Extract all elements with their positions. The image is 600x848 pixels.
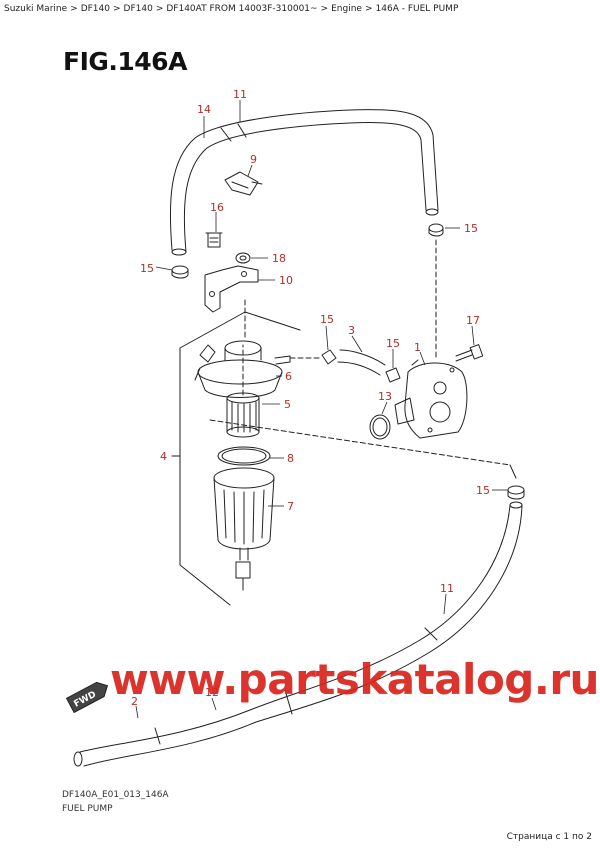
breadcrumb-separator: > — [364, 4, 373, 14]
callout-4[interactable]: 4 — [160, 450, 167, 463]
hose-clamp-15-left[interactable] — [171, 265, 189, 279]
callout-15-upper-right[interactable]: 15 — [464, 222, 478, 235]
forward-direction-badge: FWD — [65, 681, 109, 714]
o-ring-8[interactable] — [217, 446, 271, 466]
breadcrumb-df140[interactable]: DF140 — [80, 4, 110, 14]
fuel-hose-3[interactable] — [337, 349, 386, 376]
callout-1[interactable]: 1 — [414, 341, 421, 354]
breadcrumb-separator: > — [70, 4, 78, 14]
nut-18[interactable] — [235, 252, 251, 264]
hose-clamp-15-upper-right[interactable] — [428, 223, 444, 237]
guide-line-end — [509, 464, 517, 479]
figure-title: FIG.146A — [63, 47, 187, 76]
breadcrumb: Suzuki Marine>DF140>DF140>DF140AT FROM 1… — [4, 4, 458, 14]
fuel-pump-1[interactable] — [394, 359, 468, 439]
callout-17[interactable]: 17 — [466, 314, 480, 327]
callout-11-lower[interactable]: 11 — [440, 582, 454, 595]
fuel-hose-upper[interactable] — [169, 109, 439, 256]
breadcrumb-current: 146A - FUEL PUMP — [375, 4, 459, 14]
bracket-10[interactable] — [204, 265, 259, 313]
hose-clamp-15-lower[interactable] — [507, 485, 525, 500]
bolt-17[interactable] — [455, 344, 484, 362]
hose-clamp-15-mid[interactable] — [321, 349, 337, 365]
callout-10[interactable]: 10 — [279, 274, 293, 287]
breadcrumb-df140-model[interactable]: DF140 — [123, 4, 153, 14]
callout-15-lower[interactable]: 15 — [476, 484, 490, 497]
hose-clamp-15-pump[interactable] — [385, 367, 401, 383]
callout-leaders — [135, 100, 508, 719]
callout-11-upper[interactable]: 11 — [233, 88, 247, 101]
filter-cap-6[interactable] — [194, 340, 291, 398]
breadcrumb-df140at[interactable]: DF140AT FROM 14003F-310001~ — [166, 4, 318, 14]
breadcrumb-separator: > — [155, 4, 164, 14]
callout-13[interactable]: 13 — [378, 390, 392, 403]
breadcrumb-separator: > — [112, 4, 121, 14]
callout-6[interactable]: 6 — [285, 370, 292, 383]
filter-element-5[interactable] — [226, 392, 260, 438]
callout-15-pump[interactable]: 15 — [386, 337, 400, 350]
fuel-hose-lower[interactable] — [73, 501, 523, 767]
hose-clamp-9[interactable] — [224, 171, 263, 196]
callout-3[interactable]: 3 — [348, 324, 355, 337]
figure-reference-code: DF140A_E01_013_146A — [62, 790, 169, 800]
callout-15-left[interactable]: 15 — [140, 262, 154, 275]
callout-14[interactable]: 14 — [197, 103, 211, 116]
breadcrumb-separator: > — [320, 4, 329, 14]
o-ring-13[interactable] — [369, 414, 391, 440]
callout-15-mid[interactable]: 15 — [320, 313, 334, 326]
callout-9[interactable]: 9 — [250, 153, 257, 166]
bolt-16[interactable] — [205, 232, 223, 248]
page-indicator: Страница с 1 по 2 — [506, 832, 592, 842]
assembly-guide-lines — [209, 239, 511, 466]
callout-7[interactable]: 7 — [287, 500, 294, 513]
watermark: www.partskatalog.ru — [110, 655, 599, 704]
callout-16[interactable]: 16 — [210, 201, 224, 214]
callout-5[interactable]: 5 — [284, 398, 291, 411]
callout-18[interactable]: 18 — [272, 252, 286, 265]
callout-8[interactable]: 8 — [287, 452, 294, 465]
breadcrumb-engine[interactable]: Engine — [331, 4, 362, 14]
callout-12[interactable]: 12 — [205, 686, 219, 699]
filter-assembly-frame — [171, 311, 301, 606]
breadcrumb-suzuki-marine[interactable]: Suzuki Marine — [4, 4, 68, 14]
figure-name: FUEL PUMP — [62, 804, 113, 814]
callout-2[interactable]: 2 — [131, 695, 138, 708]
filter-bowl-7[interactable] — [213, 467, 275, 591]
